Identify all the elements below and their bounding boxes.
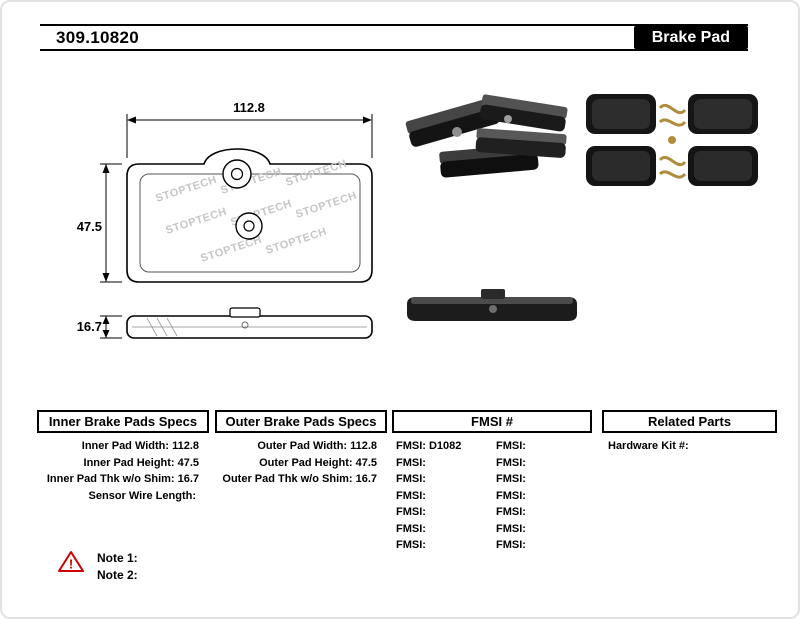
inner-specs-header: Inner Brake Pads Specs <box>37 410 209 433</box>
fmsi-row: FMSI: <box>396 489 426 502</box>
pad-bottom-left <box>586 146 656 186</box>
fmsi-row: FMSI: <box>396 473 426 485</box>
outer-specs-header: Outer Brake Pads Specs <box>215 410 387 433</box>
pad-top-right <box>688 94 758 134</box>
fmsi-row: FMSI: <box>396 456 426 469</box>
height-dimension-label: 47.5 <box>77 219 102 234</box>
part-number: 309.10820 <box>56 27 140 47</box>
fmsi-row: FMSI: <box>496 522 526 535</box>
related-parts-table: Related Parts Hardware Kit #: <box>602 410 777 455</box>
note-2: Note 2: <box>97 568 138 582</box>
header: 309.10820 Brake Pad <box>40 24 748 51</box>
fmsi-row: FMSI: <box>496 489 526 502</box>
brake-pads-hardware-photo <box>586 94 758 186</box>
brake-pad-side-photo <box>407 289 577 321</box>
outer-spec-row: Outer Pad Thk w/o Shim:16.7 <box>222 473 377 485</box>
fmsi-header: FMSI # <box>392 410 592 433</box>
pad-top-left <box>586 94 656 134</box>
related-parts-header: Related Parts <box>602 410 777 433</box>
fmsi-right-column: FMSI: FMSI: FMSI: FMSI: FMSI: FMSI: FMSI… <box>492 438 592 554</box>
fmsi-row: FMSI: <box>496 506 526 518</box>
fmsi-row: FMSI:D1082 <box>396 440 462 452</box>
notes-section: ! Note 1: Note 2: <box>58 550 138 584</box>
svg-text:!: ! <box>69 557 73 572</box>
fmsi-row: FMSI: <box>496 539 526 551</box>
fmsi-row: FMSI: <box>496 440 526 452</box>
product-title-badge: Brake Pad <box>633 26 748 49</box>
technical-drawing: 112.8 STOPTECH STOPTECH STOPTECH STOPTEC… <box>77 100 373 339</box>
related-parts-row: Hardware Kit #: <box>608 440 689 452</box>
fmsi-row: FMSI: <box>396 506 426 518</box>
fmsi-row: FMSI: <box>396 522 426 535</box>
warning-icon: ! <box>58 551 84 572</box>
inner-specs-table: Inner Brake Pads Specs Inner Pad Width:1… <box>37 410 209 504</box>
outer-spec-row: Outer Pad Width:112.8 <box>257 440 377 452</box>
inner-spec-row: Inner Pad Height:47.5 <box>83 456 199 469</box>
fmsi-row: FMSI: <box>496 473 526 485</box>
pad-bottom-right <box>688 146 758 186</box>
inner-spec-row: Inner Pad Thk w/o Shim:16.7 <box>46 473 199 485</box>
outer-spec-row: Outer Pad Height:47.5 <box>259 456 377 469</box>
fmsi-row: FMSI: <box>496 456 526 469</box>
width-dimension-label: 112.8 <box>233 100 265 115</box>
brass-clips <box>658 104 687 179</box>
inner-spec-row: Sensor Wire Length: <box>88 489 196 502</box>
thickness-dimension-label: 16.7 <box>77 319 102 334</box>
outer-specs-table: Outer Brake Pads Specs Outer Pad Width:1… <box>215 410 387 488</box>
brake-pads-angle-photo <box>405 94 568 178</box>
fmsi-left-column: FMSI:D1082 FMSI: FMSI: FMSI: FMSI: FMSI:… <box>392 438 492 554</box>
fmsi-row: FMSI: <box>396 539 426 551</box>
fmsi-table: FMSI # FMSI:D1082 FMSI: FMSI: FMSI: FMSI… <box>392 410 592 554</box>
note-1: Note 1: <box>97 551 138 565</box>
inner-spec-row: Inner Pad Width:112.8 <box>81 440 199 452</box>
